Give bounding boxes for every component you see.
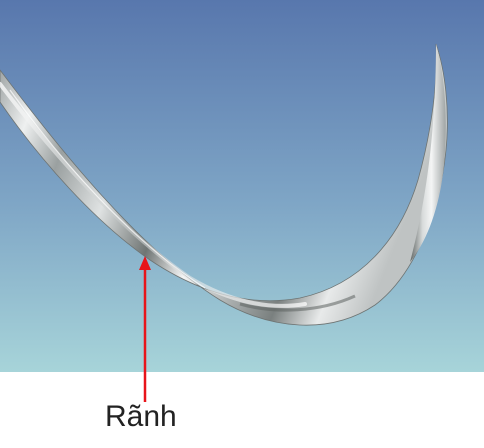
needle-body — [0, 43, 448, 326]
needle-render — [0, 0, 484, 372]
needle-dark-band — [239, 294, 356, 312]
needle-edge-shine — [9, 89, 206, 289]
needle-illustration — [0, 0, 484, 372]
groove-label: Rãnh — [105, 400, 177, 433]
needle-tip-face — [410, 44, 446, 262]
